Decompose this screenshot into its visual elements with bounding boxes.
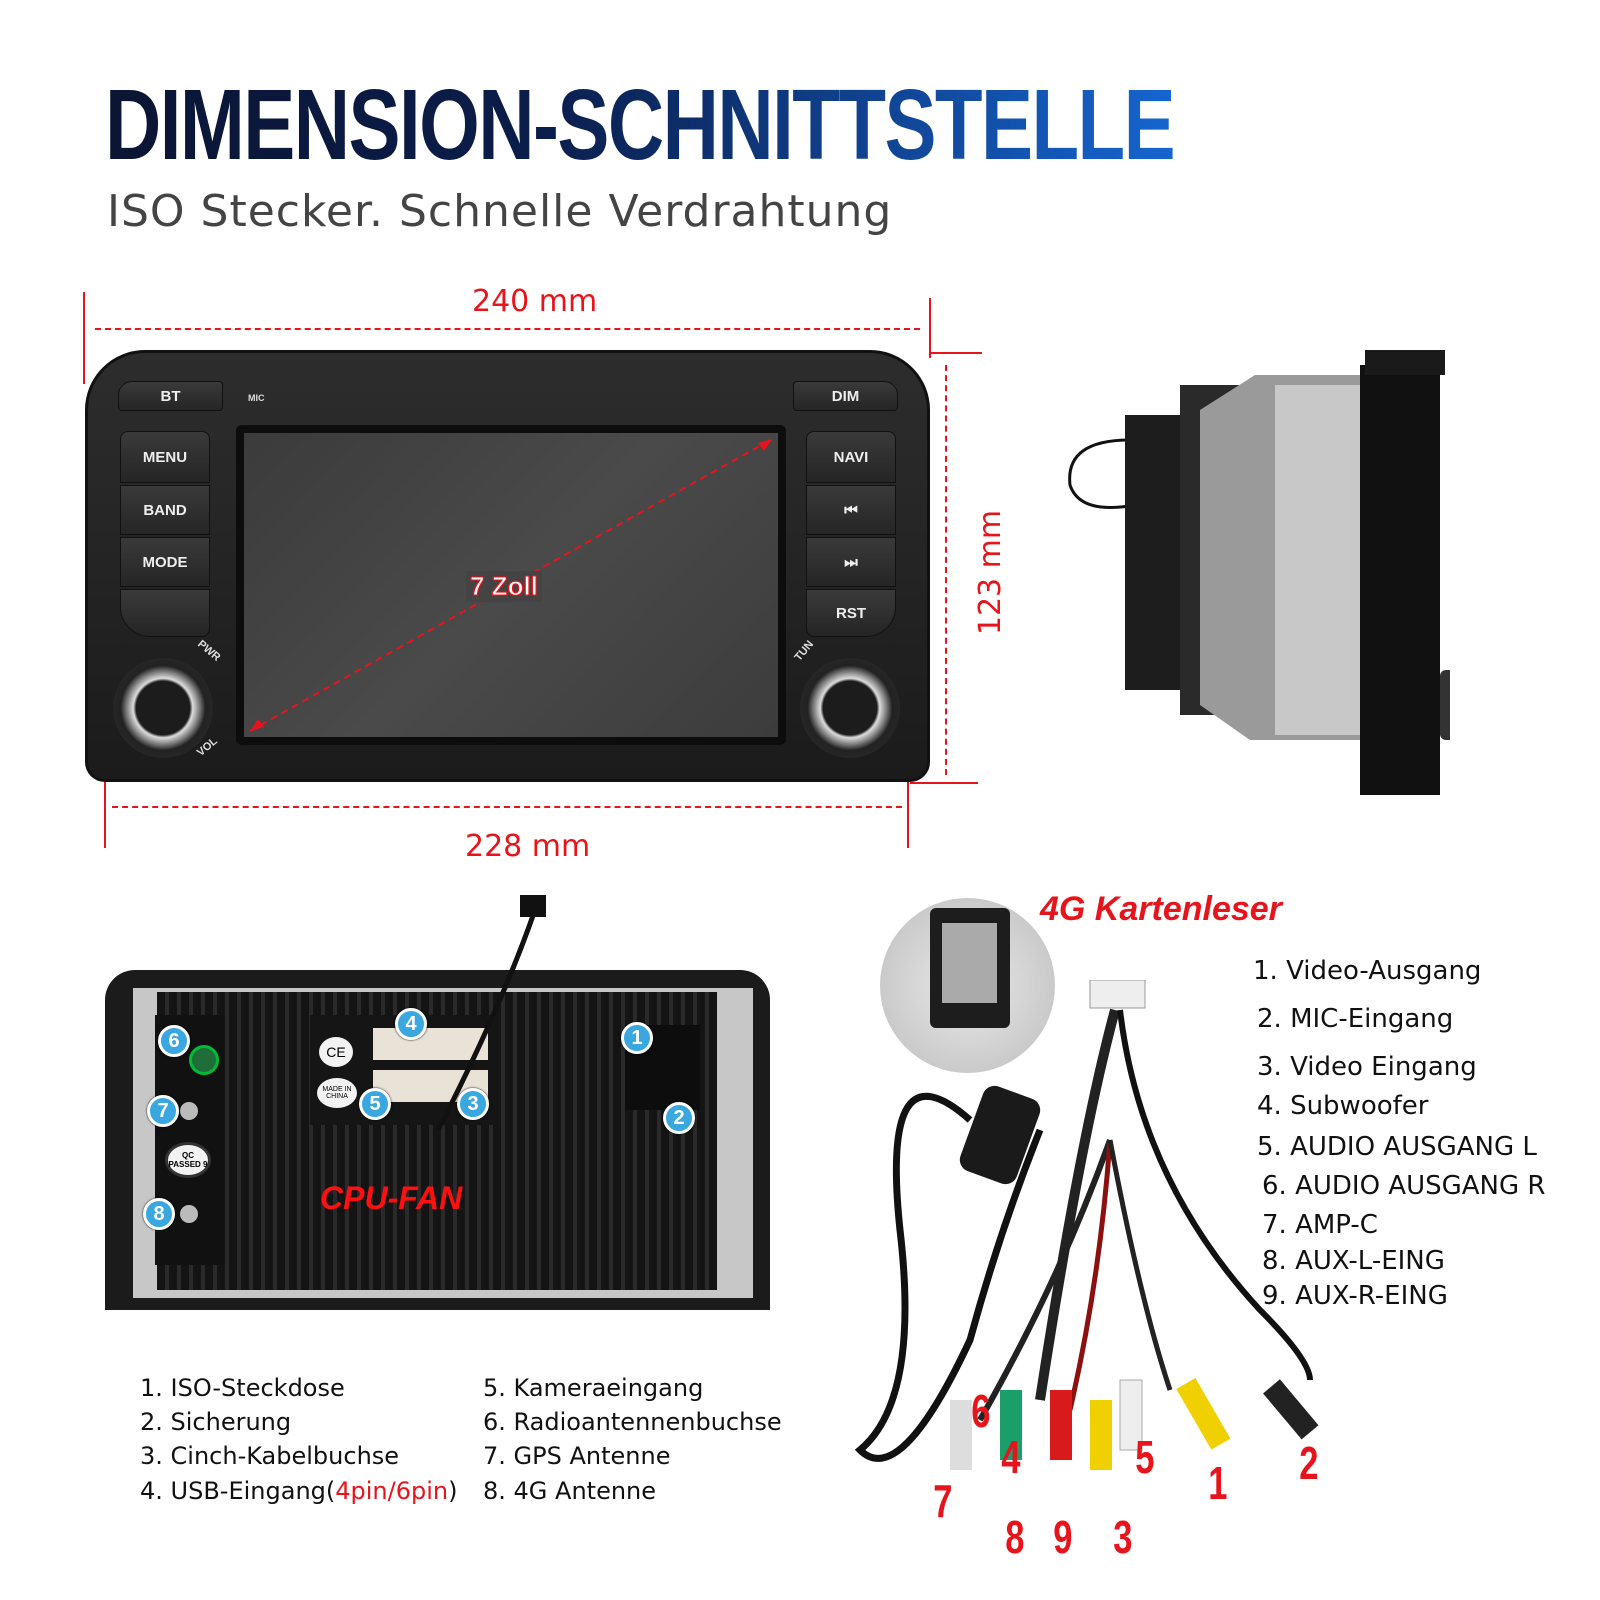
tun-label: TUN bbox=[792, 638, 817, 664]
dimension-tick bbox=[910, 782, 978, 784]
card-reader-inset bbox=[880, 898, 1055, 1073]
ce-mark: CE bbox=[319, 1037, 353, 1067]
usb-pin-highlight: 4pin/6pin bbox=[335, 1477, 449, 1505]
front-panel: BT MIC DIM MENU BAND MODE NAVI ⏮ ⏭ RST P… bbox=[85, 350, 930, 782]
bt-button[interactable]: BT bbox=[118, 381, 223, 411]
dim-button[interactable]: DIM bbox=[793, 381, 898, 411]
mode-button[interactable]: MODE bbox=[120, 537, 210, 587]
port-badge-6: 6 bbox=[158, 1025, 190, 1057]
rear-legend-item: 7. GPS Antenne bbox=[483, 1442, 671, 1470]
fan-cable bbox=[435, 895, 546, 1132]
screen: 7 Zoll bbox=[236, 425, 786, 745]
dimension-tick bbox=[907, 780, 909, 848]
cable-legend-item: 9. AUX-R-EING bbox=[1262, 1281, 1448, 1311]
rear-panel: CE MADE IN CHINA QC PASSED 9 CPU-FAN 1 2… bbox=[105, 970, 770, 1310]
cable-legend-item: 5. AUDIO AUSGANG L bbox=[1257, 1132, 1537, 1162]
card-reader-label: 4G Kartenleser bbox=[1040, 890, 1282, 928]
qc-sticker: QC PASSED 9 bbox=[165, 1142, 211, 1178]
cable-legend-item: 3. Video Eingang bbox=[1257, 1052, 1477, 1082]
cable-number-9: 9 bbox=[1053, 1511, 1073, 1563]
band-button[interactable]: BAND bbox=[120, 485, 210, 535]
cable-legend-item: 8. AUX-L-EING bbox=[1262, 1246, 1445, 1276]
height-line bbox=[945, 365, 947, 775]
port-badge-3: 3 bbox=[457, 1088, 489, 1120]
port-badge-2: 2 bbox=[663, 1102, 695, 1134]
cable-number-1: 1 bbox=[1208, 1457, 1228, 1509]
made-in-label: MADE IN CHINA bbox=[317, 1078, 357, 1108]
rear-legend-item: 5. Kameraeingang bbox=[483, 1374, 704, 1402]
port-badge-7: 7 bbox=[147, 1095, 179, 1127]
rear-legend-item: 8. 4G Antenne bbox=[483, 1477, 657, 1505]
page-subtitle: ISO Stecker. Schnelle Verdrahtung bbox=[107, 186, 893, 237]
pwr-label: PWR bbox=[195, 638, 223, 664]
dimension-tick bbox=[83, 292, 85, 384]
dimension-tick bbox=[929, 298, 931, 358]
cpu-fan-label: CPU-FAN bbox=[320, 1180, 463, 1216]
tune-knob[interactable] bbox=[800, 658, 900, 758]
rear-legend-item: 6. Radioantennenbuchse bbox=[483, 1408, 782, 1436]
port-badge-1: 1 bbox=[621, 1022, 653, 1054]
width-bottom-label: 228 mm bbox=[465, 829, 591, 864]
rear-legend-item: 3. Cinch-Kabelbuchse bbox=[140, 1442, 400, 1470]
cable-legend-item: 4. Subwoofer bbox=[1257, 1091, 1429, 1121]
cable-legend-item: 1. Video-Ausgang bbox=[1253, 956, 1482, 986]
rear-legend-item: 1. ISO-Steckdose bbox=[140, 1374, 345, 1402]
width-top-label: 240 mm bbox=[472, 284, 598, 319]
cable-number-5: 5 bbox=[1135, 1431, 1155, 1483]
volume-knob[interactable] bbox=[113, 658, 213, 758]
rst-button[interactable]: RST bbox=[806, 589, 896, 637]
usb-label: 4. USB-Eingang( bbox=[140, 1477, 336, 1505]
harness-image bbox=[854, 980, 1319, 1470]
mic-label: MIC bbox=[248, 393, 265, 403]
navi-button[interactable]: NAVI bbox=[806, 431, 896, 483]
side-view-image bbox=[1068, 350, 1450, 795]
screen-size-label: 7 Zoll bbox=[466, 571, 542, 602]
cable-number-8: 8 bbox=[1005, 1511, 1025, 1563]
cable-legend-item: 6. AUDIO AUSGANG R bbox=[1262, 1171, 1546, 1201]
dimension-tick bbox=[930, 352, 982, 354]
cable-number-3: 3 bbox=[1113, 1511, 1133, 1563]
usb-label-end: ) bbox=[448, 1477, 458, 1505]
menu-button[interactable]: MENU bbox=[120, 431, 210, 483]
left-blank-button[interactable] bbox=[120, 589, 210, 637]
cable-number-6: 6 bbox=[971, 1385, 991, 1437]
prev-track-button[interactable]: ⏮ bbox=[806, 485, 896, 535]
diagonal-arrow bbox=[249, 438, 773, 732]
cable-legend-item: 7. AMP-C bbox=[1262, 1210, 1378, 1240]
port-badge-8: 8 bbox=[143, 1198, 175, 1230]
cable-legend-item: 2. MIC-Eingang bbox=[1257, 1004, 1454, 1034]
cable-number-4: 4 bbox=[1001, 1431, 1021, 1483]
height-label: 123 mm bbox=[973, 509, 1009, 636]
port-badge-5: 5 bbox=[359, 1088, 391, 1120]
rear-legend-item: 2. Sicherung bbox=[140, 1408, 292, 1436]
cable-number-7: 7 bbox=[933, 1475, 953, 1527]
cable-number-2: 2 bbox=[1299, 1437, 1319, 1489]
port-badge-4: 4 bbox=[395, 1008, 427, 1040]
dimension-tick bbox=[104, 780, 106, 848]
rear-legend-item-4: 4. USB-Eingang(4pin/6pin) bbox=[140, 1477, 457, 1505]
width-top-line bbox=[95, 328, 920, 330]
next-track-button[interactable]: ⏭ bbox=[806, 537, 896, 587]
width-bottom-line bbox=[112, 806, 902, 808]
page-title: DIMENSION-SCHNITTSTELLE bbox=[105, 69, 1176, 181]
